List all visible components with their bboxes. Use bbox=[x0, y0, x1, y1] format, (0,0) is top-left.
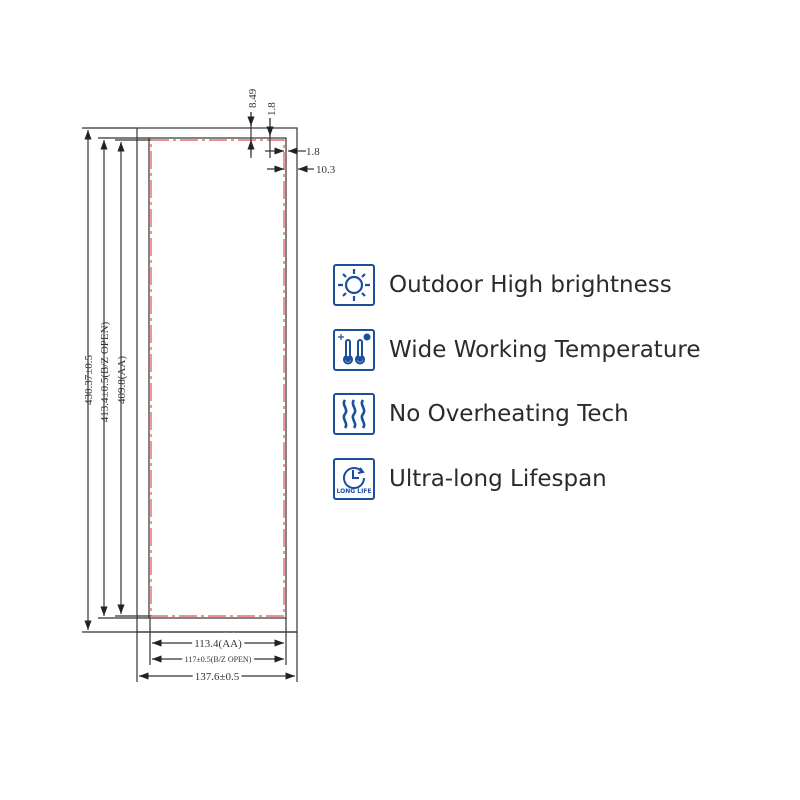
feature-wide-temperature: Wide Working Temperature bbox=[333, 329, 701, 371]
dim-height-bz: 413.4±0.5(B/Z OPEN) bbox=[99, 321, 111, 422]
bezel-rect bbox=[148, 137, 287, 619]
dim-width-outline: 137.6±0.5 bbox=[195, 671, 240, 683]
heat-waves-icon bbox=[333, 393, 375, 435]
dim-width-bz: 117±0.5(B/Z OPEN) bbox=[185, 655, 252, 664]
feature-long-lifespan: LONG LIFE Ultra-long Lifespan bbox=[333, 458, 607, 500]
dim-1-8-top: 1.8 bbox=[266, 102, 278, 116]
clock-icon: LONG LIFE bbox=[333, 458, 375, 500]
feature-outdoor-brightness: Outdoor High brightness bbox=[333, 264, 672, 306]
dim-1-8-right: 1.8 bbox=[306, 146, 320, 158]
feature-label: Wide Working Temperature bbox=[389, 337, 701, 363]
dim-8-49: 8.49 bbox=[247, 88, 259, 108]
dim-10-3: 10.3 bbox=[316, 164, 336, 176]
outline-rect bbox=[136, 127, 298, 633]
dim-height-aa: 409.8(AA) bbox=[116, 356, 128, 404]
long-life-badge: LONG LIFE bbox=[336, 487, 372, 495]
dim-height-outline: 430.37±0.5 bbox=[83, 354, 95, 405]
active-area-rect bbox=[150, 139, 285, 617]
thermometer-icon bbox=[333, 329, 375, 371]
feature-no-overheating: No Overheating Tech bbox=[333, 393, 629, 435]
feature-label: Ultra-long Lifespan bbox=[389, 466, 607, 492]
sun-icon bbox=[333, 264, 375, 306]
feature-label: No Overheating Tech bbox=[389, 401, 629, 427]
dim-width-aa: 113.4(AA) bbox=[194, 638, 242, 650]
feature-label: Outdoor High brightness bbox=[389, 272, 672, 298]
